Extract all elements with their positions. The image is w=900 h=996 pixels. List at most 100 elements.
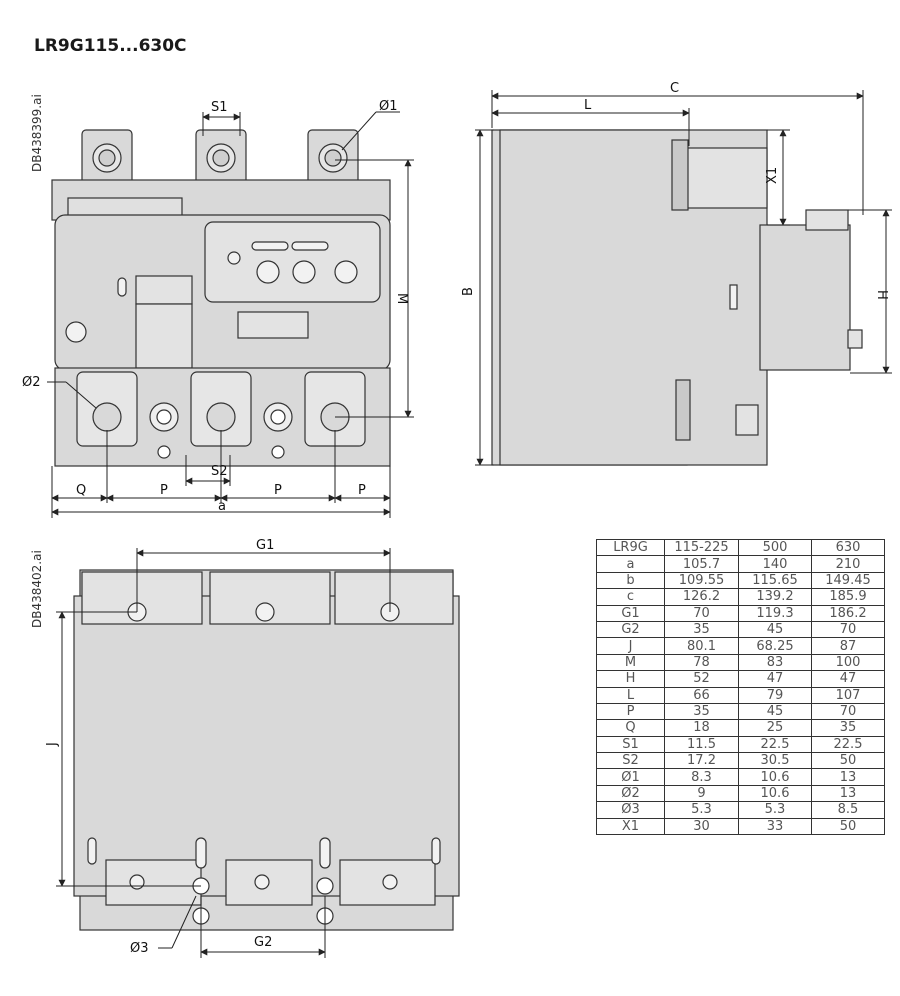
table-cell: 78 <box>664 653 739 672</box>
dim-phi3: Ø3 <box>130 941 149 956</box>
table-cell: S2 <box>596 752 665 770</box>
table-cell: 149.45 <box>811 571 885 590</box>
dim-b: B <box>461 287 476 296</box>
table-cell: G2 <box>596 620 665 639</box>
table-cell: 185.9 <box>811 588 885 606</box>
table-cell: 83 <box>738 653 812 672</box>
table-cell: 70 <box>811 620 885 639</box>
table-cell: 18 <box>664 719 739 737</box>
table-cell: 140 <box>738 555 812 573</box>
dim-h: H <box>874 290 889 300</box>
table-cell: b <box>596 571 665 590</box>
table-cell: 22.5 <box>738 735 812 754</box>
table-cell: c <box>596 588 665 606</box>
table-cell: 107 <box>811 686 885 704</box>
dim-phi1: Ø1 <box>379 99 398 114</box>
table-cell: G1 <box>596 604 665 622</box>
dim-x1: X1 <box>765 167 780 184</box>
table-cell: 50 <box>811 752 885 770</box>
table-cell: 10.6 <box>738 768 812 786</box>
table-cell: 5.3 <box>738 801 812 819</box>
table-cell: 100 <box>811 653 885 672</box>
table-cell: a <box>596 555 665 573</box>
dim-q: Q <box>76 483 86 498</box>
table-cell: 35 <box>811 719 885 737</box>
dim-p-3: P <box>358 483 366 498</box>
table-cell: 13 <box>811 768 885 786</box>
table-cell: 35 <box>664 620 739 639</box>
page-title: LR9G115...630C <box>34 36 187 56</box>
dim-g1: G1 <box>256 538 274 553</box>
table-cell: Ø3 <box>596 801 665 819</box>
dim-a: a <box>218 499 226 514</box>
table-cell: 35 <box>664 702 739 721</box>
table-cell: 70 <box>664 604 739 622</box>
table-header-cell: 500 <box>738 538 812 557</box>
table-cell: 17.2 <box>664 752 739 770</box>
table-cell: 115.65 <box>738 571 812 590</box>
table-cell: 30.5 <box>738 752 812 770</box>
table-cell: 13 <box>811 784 885 803</box>
table-cell: 8.5 <box>811 801 885 819</box>
table-cell: 139.2 <box>738 588 812 606</box>
table-cell: 45 <box>738 620 812 639</box>
table-cell: 210 <box>811 555 885 573</box>
table-cell: 45 <box>738 702 812 721</box>
table-cell: 119.3 <box>738 604 812 622</box>
dim-p-1: P <box>160 483 168 498</box>
table-cell: 66 <box>664 686 739 704</box>
table-cell: 9 <box>664 784 739 803</box>
table-cell: 30 <box>664 817 739 836</box>
table-cell: 47 <box>738 670 812 688</box>
table-cell: 8.3 <box>664 768 739 786</box>
bottom-view <box>73 569 460 931</box>
table-cell: X1 <box>596 817 665 836</box>
dim-l: L <box>584 98 592 113</box>
table-cell: Q <box>596 719 665 737</box>
front-view <box>51 129 391 467</box>
table-cell: 80.1 <box>664 637 739 655</box>
dim-m: M <box>394 293 409 304</box>
table-cell: S1 <box>596 735 665 754</box>
dim-phi2: Ø2 <box>22 375 41 390</box>
side-view <box>491 129 863 466</box>
table-cell: 79 <box>738 686 812 704</box>
table-cell: 52 <box>664 670 739 688</box>
table-cell: 105.7 <box>664 555 739 573</box>
table-cell: H <box>596 670 665 688</box>
table-cell: P <box>596 702 665 721</box>
dim-s2: S2 <box>211 464 228 479</box>
table-cell: 33 <box>738 817 812 836</box>
table-header-cell: 115-225 <box>664 538 739 557</box>
table-cell: 25 <box>738 719 812 737</box>
dim-g2: G2 <box>254 935 272 950</box>
dim-p-2: P <box>274 483 282 498</box>
table-header-row: LR9G 115-225 500 630 <box>596 538 885 557</box>
table-cell: 50 <box>811 817 885 836</box>
table-cell: 186.2 <box>811 604 885 622</box>
table-cell: 68.25 <box>738 637 812 655</box>
table-cell: 11.5 <box>664 735 739 754</box>
table-cell: 5.3 <box>664 801 739 819</box>
table-cell: 22.5 <box>811 735 885 754</box>
table-cell: Ø1 <box>596 768 665 786</box>
table-cell: L <box>596 686 665 704</box>
table-header-cell: 630 <box>811 538 885 557</box>
